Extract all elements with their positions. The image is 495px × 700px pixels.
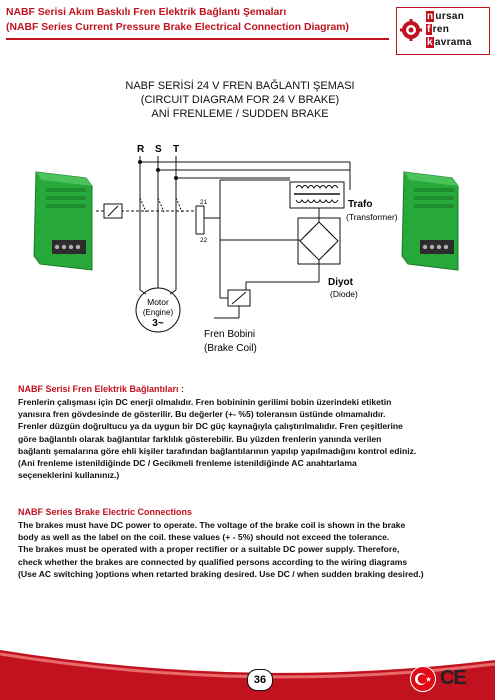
left-brake-module-image bbox=[33, 171, 93, 271]
diode-label: Diyot bbox=[328, 277, 354, 288]
paragraph-line: (Ani frenleme istenildiğinde DC / Gecikm… bbox=[18, 458, 357, 469]
paragraph-line: check whether the brakes are connected b… bbox=[18, 556, 408, 567]
phase-s-label: S bbox=[155, 144, 162, 155]
page-title-turkish: NABF Serisi Akım Baskılı Fren Elektrik B… bbox=[6, 7, 287, 18]
circuit-diagram: R S T bbox=[33, 144, 459, 354]
motor-label: Motor bbox=[147, 297, 169, 307]
section-heading-turkish: NABF Serisi Fren Elektrik Bağlantıları : bbox=[18, 384, 185, 394]
title-underline bbox=[6, 38, 389, 40]
diagram-title-en: (CIRCUIT DIAGRAM FOR 24 V BRAKE) bbox=[140, 94, 340, 106]
section-body-turkish: Frenlerin çalışması için DC enerji olmal… bbox=[18, 396, 480, 481]
diagram-subtitle: ANİ FRENLEME / SUDDEN BRAKE bbox=[151, 108, 329, 120]
paragraph-line: Frenler düzgün doğrultucu ya da uygun bi… bbox=[18, 421, 403, 432]
brake-coil-label: Fren Bobini bbox=[204, 329, 255, 340]
brake-coil-label-en: (Brake Coil) bbox=[204, 343, 257, 354]
phase-t-label: T bbox=[173, 144, 179, 155]
paragraph-line: yanısıra fren gövdesinde de gösterilir. … bbox=[18, 409, 386, 420]
section-heading-english: NABF Series Brake Electric Connections bbox=[18, 507, 193, 517]
paragraph-line: göre bağlantılı olarak bağlantılar farkl… bbox=[18, 433, 382, 444]
section-body-english: The brakes must have DC power to operate… bbox=[18, 519, 480, 580]
paragraph-line: The brakes must be operated with a prope… bbox=[18, 544, 400, 555]
paragraph-line: bağlantı şemalarına göre ehli kişiler ta… bbox=[18, 445, 417, 456]
paragraph-line: Frenlerin çalışması için DC enerji olmal… bbox=[18, 397, 392, 407]
paragraph-line: seçeneklerini kullanınız.) bbox=[18, 470, 120, 481]
paragraph-line: (Use AC switching )options when retarted… bbox=[18, 568, 424, 579]
motor-phase-label: 3~ bbox=[152, 318, 164, 329]
phase-r-label: R bbox=[137, 144, 145, 155]
paragraph-line: The brakes must have DC power to operate… bbox=[18, 520, 406, 530]
transformer-label: Trafo bbox=[348, 199, 372, 210]
transformer-label-en: (Transformer) bbox=[346, 212, 398, 222]
wiring bbox=[96, 156, 351, 333]
ce-mark: CE bbox=[440, 667, 467, 689]
diode-label-en: (Diode) bbox=[330, 289, 358, 299]
gear-icon bbox=[400, 19, 422, 41]
page-title-english: (NABF Series Current Pressure Brake Elec… bbox=[6, 22, 350, 33]
motor-label-en: (Engine) bbox=[143, 308, 174, 317]
terminal-21-label: 21 bbox=[200, 199, 208, 206]
turkish-flag-icon bbox=[410, 666, 436, 692]
terminal-22-label: 22 bbox=[200, 237, 208, 244]
paragraph-line: body as well as the label on the coil. t… bbox=[18, 532, 390, 543]
diagram-title-tr: NABF SERİSİ 24 V FREN BAĞLANTI ŞEMASI bbox=[125, 80, 355, 92]
page-number: 36 bbox=[247, 669, 273, 691]
right-brake-module-image bbox=[401, 171, 459, 271]
